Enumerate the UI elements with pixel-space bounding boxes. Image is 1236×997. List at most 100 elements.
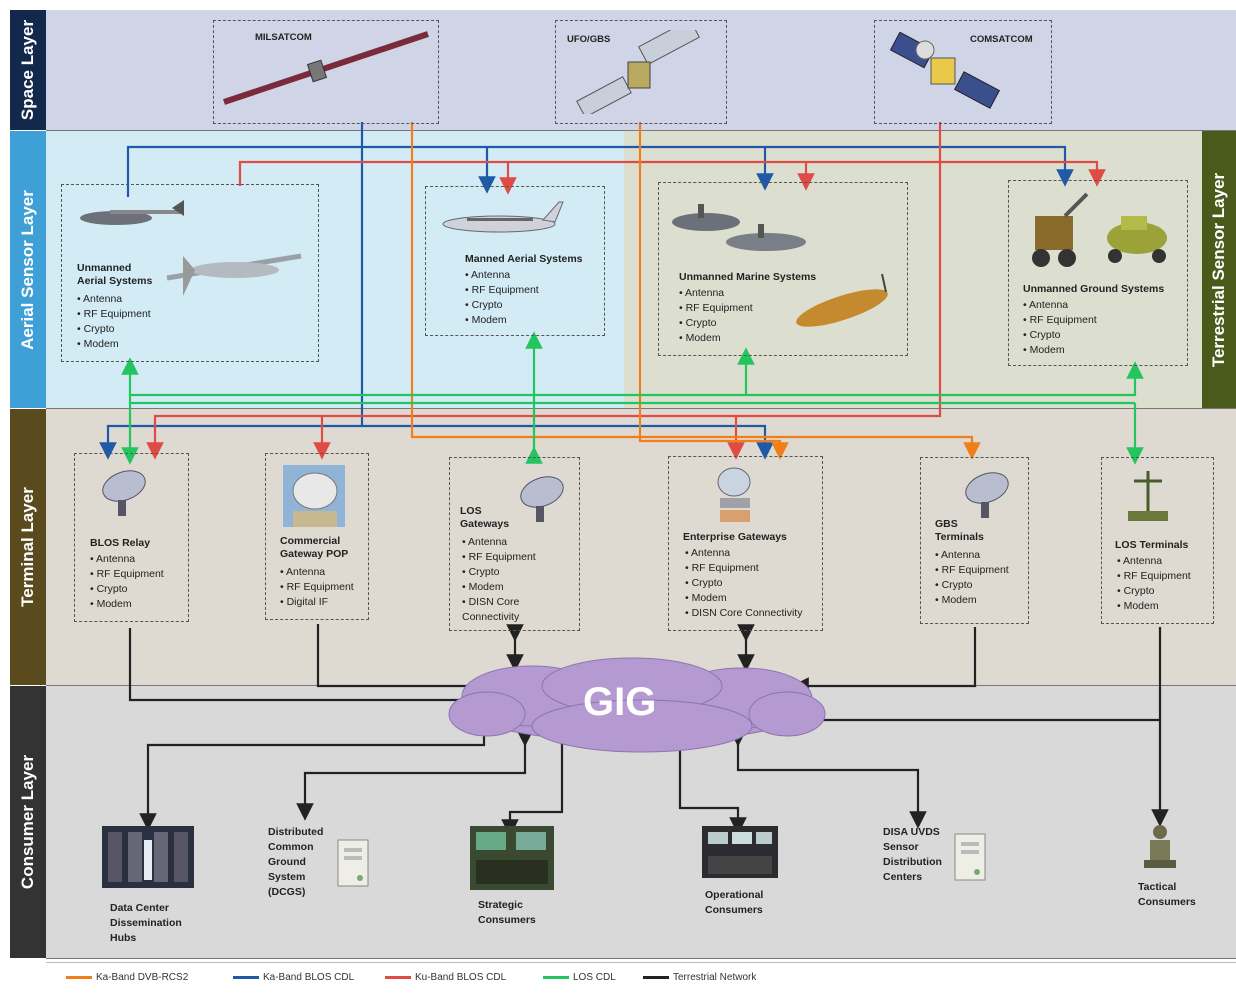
gig-label: GIG	[583, 680, 657, 724]
ground-robot-icon	[1032, 192, 1167, 267]
los-terminals-box	[1101, 457, 1214, 624]
marine-vessel-icon	[672, 204, 806, 251]
gateway-dish-icon	[283, 465, 345, 527]
list-item: Modem	[935, 593, 1009, 608]
commercial-gateway-box	[265, 453, 369, 620]
legend-los-cdl: LOS CDL	[543, 972, 616, 983]
enterprise-gateways-list: Antenna RF Equipment Crypto Modem DISN C…	[685, 546, 802, 621]
list-item: RF Equipment	[462, 550, 574, 565]
uas-predator-icon	[166, 253, 302, 296]
list-item: Crypto	[90, 582, 164, 597]
list-item: Antenna	[465, 268, 539, 283]
mas-list: Antenna RF Equipment Crypto Modem	[465, 268, 539, 328]
list-item: RF Equipment	[77, 307, 151, 322]
list-item: RF Equipment	[280, 580, 354, 595]
list-item: Antenna	[679, 286, 753, 301]
ugs-box	[1008, 180, 1188, 366]
enterprise-gateways-box	[668, 456, 823, 631]
legend-ka-blos: Ka-Band BLOS CDL	[233, 972, 354, 983]
disa-label: DISA UVDS Sensor Distribution Centers	[883, 826, 942, 883]
mas-title: Manned Aerial Systems	[465, 253, 583, 265]
legend-label: Ku-Band BLOS CDL	[415, 972, 507, 983]
legend-frame	[46, 962, 1236, 997]
list-item: RF Equipment	[935, 563, 1009, 578]
aerial-layer-tab: Aerial Sensor Layer	[10, 131, 46, 408]
list-item: Antenna	[280, 565, 354, 580]
enterprise-dish-icon	[717, 467, 751, 522]
antenna-mast-icon	[1128, 471, 1168, 521]
gbs-terminals-list: Antenna RF Equipment Crypto Modem	[935, 548, 1009, 608]
uas-list: Antenna RF Equipment Crypto Modem	[77, 292, 151, 352]
mas-box	[425, 186, 605, 336]
terrestrial-layer-tab: Terrestrial Sensor Layer	[1202, 131, 1236, 408]
milsatcom-label: MILSATCOM	[255, 32, 312, 43]
ums-list: Antenna RF Equipment Crypto Modem	[679, 286, 753, 346]
ugs-list: Antenna RF Equipment Crypto Modem	[1023, 298, 1097, 358]
list-item: Antenna	[77, 292, 151, 307]
gbs-terminals-title: GBS Terminals	[935, 518, 984, 543]
legend-swatch	[385, 976, 411, 979]
legend-label: LOS CDL	[573, 972, 616, 983]
ku-blos-lines	[146, 122, 1106, 460]
gbs-terminals-box	[920, 457, 1029, 624]
legend-swatch	[66, 976, 92, 979]
list-item: Modem	[679, 331, 753, 346]
los-gateways-list: Antenna RF Equipment Crypto Modem DISN C…	[462, 535, 574, 625]
data-center-icon	[102, 826, 194, 888]
blos-relay-box	[74, 453, 189, 622]
list-item: Modem	[465, 313, 539, 328]
ka-dvb-lines	[410, 122, 981, 460]
operational-consumers-label: Operational Consumers	[705, 889, 764, 916]
legend-terrestrial: Terrestrial Network	[643, 972, 756, 983]
uas-box	[61, 184, 319, 362]
los-terminals-title: LOS Terminals	[1115, 539, 1189, 551]
list-item: Crypto	[935, 578, 1009, 593]
layer-divider	[46, 958, 1236, 959]
ums-title: Unmanned Marine Systems	[679, 271, 817, 283]
uas-title: Unmanned Aerial Systems	[77, 262, 153, 287]
legend-swatch	[543, 976, 569, 979]
commercial-gateway-title: Commercial Gateway POP	[280, 535, 349, 560]
list-item: Antenna	[1023, 298, 1097, 313]
list-item: RF Equipment	[1023, 313, 1097, 328]
satellite-dish-icon	[520, 476, 564, 522]
commercial-gateway-list: Antenna RF Equipment Digital IF	[280, 565, 354, 610]
dcgs-label: Distributed Common Ground System (DCGS)	[268, 826, 324, 898]
terminal-layer-bg	[46, 408, 1236, 685]
comsatcom-satellite-icon	[889, 32, 1001, 109]
list-item: Modem	[1117, 599, 1191, 614]
torpedo-icon	[796, 273, 888, 327]
list-item: Modem	[685, 591, 802, 606]
los-terminals-list: Antenna RF Equipment Crypto Modem	[1117, 554, 1191, 614]
strategic-consumers-icon	[470, 826, 554, 890]
list-item: Crypto	[465, 298, 539, 313]
terminal-layer-tab: Terminal Layer	[10, 409, 46, 685]
list-item: Antenna	[1117, 554, 1191, 569]
legend-label: Ka-Band BLOS CDL	[263, 972, 355, 983]
comsatcom-label: COMSATCOM	[970, 34, 1033, 45]
list-item: Crypto	[679, 316, 753, 331]
list-item: Modem	[90, 597, 164, 612]
manned-aircraft-icon	[442, 201, 564, 233]
list-item: Crypto	[1023, 328, 1097, 343]
legend-ka-dvb: Ka-Band DVB-RCS2	[66, 972, 188, 983]
ugs-title: Unmanned Ground Systems	[1023, 283, 1165, 295]
milsatcom-box	[213, 20, 439, 124]
enterprise-gateways-title: Enterprise Gateways	[683, 531, 787, 543]
uas-drone-icon	[80, 200, 184, 225]
los-gateways-title: LOS Gateways	[460, 505, 510, 530]
list-item: Crypto	[462, 565, 574, 580]
list-item: Antenna	[935, 548, 1009, 563]
list-item: DISN Core Connectivity	[462, 595, 574, 625]
list-item: DISN Core Connectivity	[685, 606, 803, 621]
ums-box	[658, 182, 908, 356]
data-center-label: Data Center Dissemination Hubs	[110, 902, 182, 944]
operational-consumers-icon	[702, 826, 778, 878]
list-item: RF Equipment	[679, 301, 753, 316]
list-item: Antenna	[462, 535, 574, 550]
strategic-consumers-label: Strategic Consumers	[478, 899, 536, 926]
ufo-gbs-label: UFO/GBS	[567, 34, 611, 45]
legend-swatch	[643, 976, 669, 979]
list-item: Crypto	[1117, 584, 1191, 599]
